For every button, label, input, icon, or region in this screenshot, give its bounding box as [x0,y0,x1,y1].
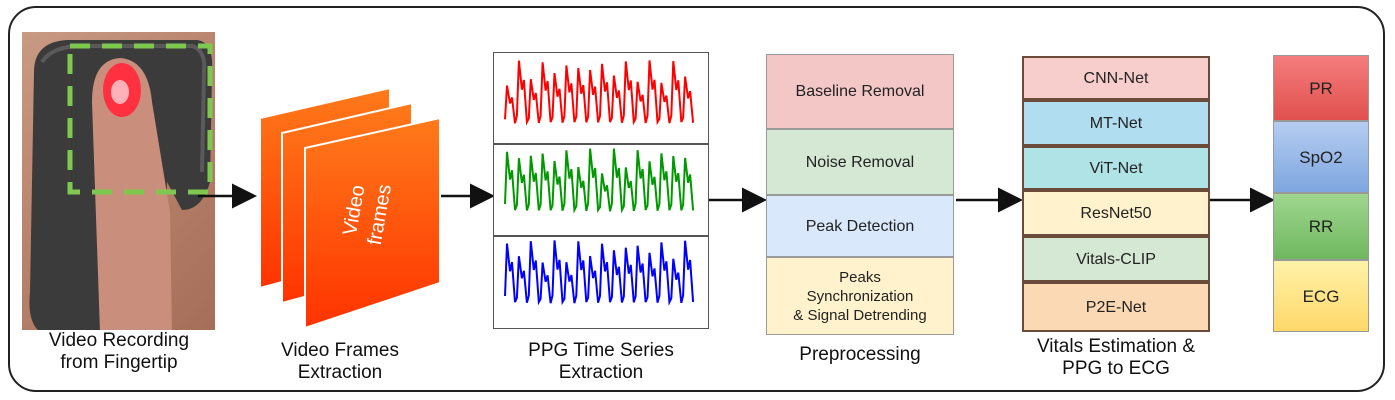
model-label: MT-Net [1089,114,1143,132]
model-vit-net: ViT-Net [1022,146,1210,190]
ppg-signal-green [504,148,695,214]
output-pr: PR [1273,55,1369,121]
ppg-signal-red [504,60,695,126]
fingertip-illustration [29,40,213,330]
caption-frames-extraction: Video Frames Extraction [255,340,425,384]
step-peaks-synchronization: Peaks Synchronization & Signal Detrendin… [766,257,954,335]
caption-ppg-extraction: PPG Time Series Extraction [505,340,697,384]
output-ecg: ECG [1273,260,1369,332]
model-label: Vitals-CLIP [1076,250,1156,268]
step-label: Peak Detection [805,217,915,235]
caption-line: Vitals Estimation & [1036,336,1196,357]
caption-line: PPG to ECG [1062,358,1170,379]
model-mt-net: MT-Net [1022,100,1210,146]
caption-video-recording: Video Recording from Fingertip [14,330,224,374]
step-baseline-removal: Baseline Removal [766,54,954,129]
fingertip-photo [22,32,215,330]
model-label: CNN-Net [1083,69,1149,87]
step-noise-removal: Noise Removal [766,129,954,195]
ppg-signal-blue [504,240,695,306]
caption-line: Preprocessing [799,344,921,365]
output-label: ECG [1302,286,1340,306]
model-cnn-net: CNN-Net [1022,56,1210,100]
ppg-signals-panel [493,52,709,329]
caption-line: Video Recording [48,330,190,351]
ppg-signals-svg [493,52,709,329]
caption-line: Extraction [558,362,644,383]
step-label: Noise Removal [805,153,915,171]
step-label: Synchronization [806,287,914,305]
model-resnet50: ResNet50 [1022,190,1210,236]
caption-vitals-estimation: Vitals Estimation & PPG to ECG [1005,336,1227,380]
model-vitals-clip: Vitals-CLIP [1022,236,1210,282]
caption-line: PPG Time Series [528,340,674,361]
output-label: RR [1308,217,1334,236]
caption-line: from Fingertip [60,352,178,373]
step-label: & Signal Detrending [793,306,927,324]
output-label: PR [1309,78,1333,98]
step-label: Peaks [839,268,881,286]
frame-front [304,116,441,330]
step-peak-detection: Peak Detection [766,195,954,257]
model-label: ResNet50 [1080,204,1152,222]
output-label: SpO2 [1299,147,1343,167]
video-frames-stack: Video frames [259,88,441,330]
caption-line: Extraction [297,362,383,383]
output-spo2: SpO2 [1273,121,1369,193]
model-label: ViT-Net [1089,159,1143,177]
step-label: Baseline Removal [795,83,925,100]
caption-line: Video Frames [281,340,399,361]
diagram-frame [8,6,1385,392]
model-label: P2E-Net [1085,298,1147,316]
model-p2e-net: P2E-Net [1022,282,1210,332]
caption-preprocessing: Preprocessing [766,344,954,366]
output-rr: RR [1273,193,1369,260]
